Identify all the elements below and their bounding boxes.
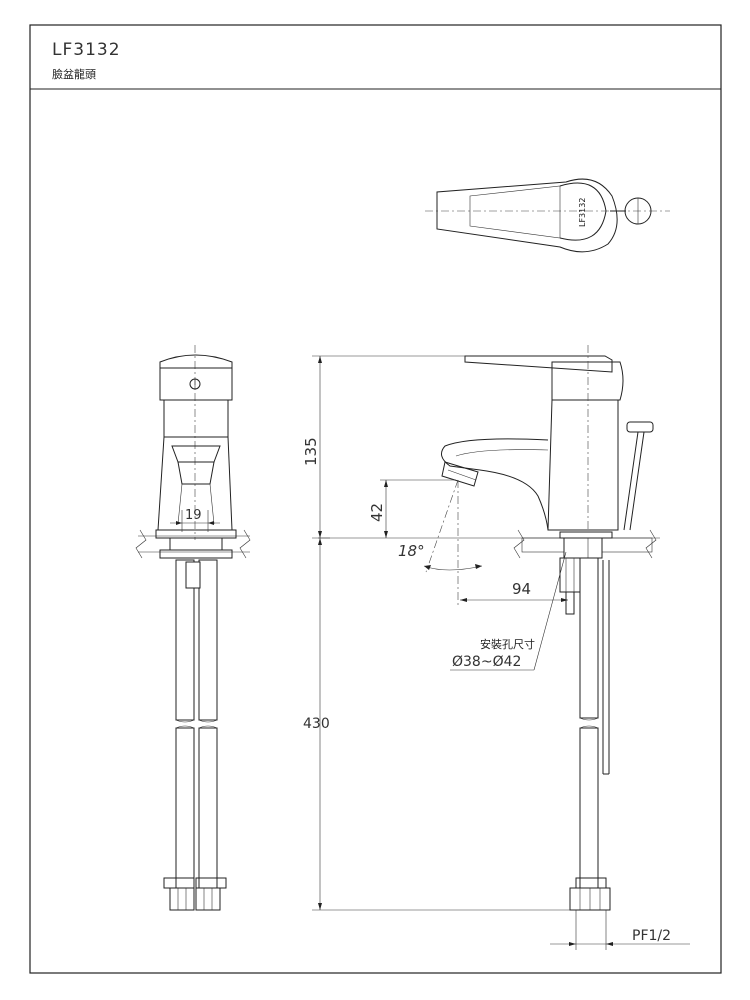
side-view-deck	[318, 529, 660, 615]
top-view: LF3132	[425, 178, 670, 253]
dimension-connector	[550, 910, 690, 950]
dim-hose-width: 19	[185, 508, 202, 523]
dim-spout-height: 42	[368, 503, 386, 522]
lever-marking: LF3132	[578, 198, 587, 227]
front-view-body	[157, 345, 233, 540]
mounting-hole-callout	[450, 551, 567, 671]
drawing-frame	[29, 24, 722, 974]
dim-height-above-deck: 135	[302, 437, 320, 466]
dimension-94	[460, 598, 568, 602]
dim-hose-length: 430	[303, 716, 330, 732]
front-view-hoses	[163, 559, 227, 911]
dimension-42	[380, 479, 456, 538]
dim-hose-connector: PF1/2	[632, 928, 671, 944]
side-view-hoses	[569, 557, 611, 911]
front-view-deck	[135, 529, 251, 559]
product-name: 臉盆龍頭	[52, 67, 96, 81]
dim-spout-tilt: 18°	[398, 542, 425, 560]
dimension-vertical	[312, 355, 570, 911]
mounting-hole-label: 安裝孔尺寸	[480, 637, 535, 651]
dimension-angle	[423, 479, 483, 605]
side-view-body	[440, 345, 654, 535]
dim-spout-reach: 94	[512, 580, 531, 598]
mounting-hole-range: Ø38~Ø42	[452, 654, 521, 670]
dimension-19: 19	[170, 508, 220, 532]
model-number: LF3132	[52, 40, 121, 60]
